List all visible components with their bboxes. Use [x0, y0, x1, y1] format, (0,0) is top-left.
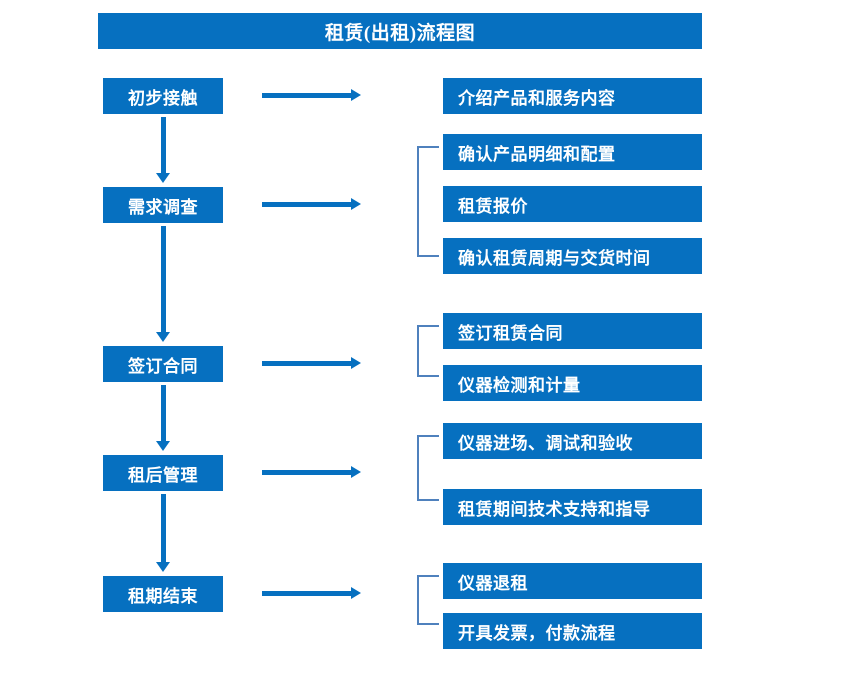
flow-arrow-right-3 — [262, 357, 361, 369]
diagram-title: 租赁(出租)流程图 — [98, 13, 702, 49]
group-bracket-needs-survey — [417, 146, 439, 257]
flow-arrow-right-5 — [262, 587, 361, 599]
task-node-confirm-specs[interactable]: 确认产品明细和配置 — [443, 134, 702, 170]
flow-arrow-down-4 — [156, 494, 170, 572]
task-node-instrument-inspection[interactable]: 仪器检测和计量 — [443, 365, 702, 401]
task-node-technical-support[interactable]: 租赁期间技术支持和指导 — [443, 489, 702, 525]
stage-node-post-rental-management[interactable]: 租后管理 — [103, 455, 223, 491]
flow-arrow-down-3 — [156, 385, 170, 451]
stage-node-sign-contract[interactable]: 签订合同 — [103, 346, 223, 382]
task-node-instrument-return[interactable]: 仪器退租 — [443, 563, 702, 599]
group-bracket-rental-end — [417, 575, 439, 625]
task-node-confirm-period-delivery[interactable]: 确认租赁周期与交货时间 — [443, 238, 702, 274]
stage-node-rental-end[interactable]: 租期结束 — [103, 576, 223, 612]
task-node-sign-rental-contract[interactable]: 签订租赁合同 — [443, 313, 702, 349]
flow-arrow-down-1 — [156, 117, 170, 183]
task-node-introduce-products[interactable]: 介绍产品和服务内容 — [443, 78, 702, 114]
group-bracket-post-rental — [417, 435, 439, 501]
flow-arrow-down-2 — [156, 226, 170, 342]
stage-node-needs-survey[interactable]: 需求调查 — [103, 187, 223, 223]
flow-arrow-right-4 — [262, 466, 361, 478]
flow-arrow-right-1 — [262, 89, 361, 101]
flow-arrow-right-2 — [262, 198, 361, 210]
task-node-instrument-onsite-commissioning[interactable]: 仪器进场、调试和验收 — [443, 423, 702, 459]
task-node-rental-quotation[interactable]: 租赁报价 — [443, 186, 702, 222]
task-node-invoice-payment[interactable]: 开具发票，付款流程 — [443, 613, 702, 649]
stage-node-initial-contact[interactable]: 初步接触 — [103, 78, 223, 114]
group-bracket-sign-contract — [417, 325, 439, 377]
